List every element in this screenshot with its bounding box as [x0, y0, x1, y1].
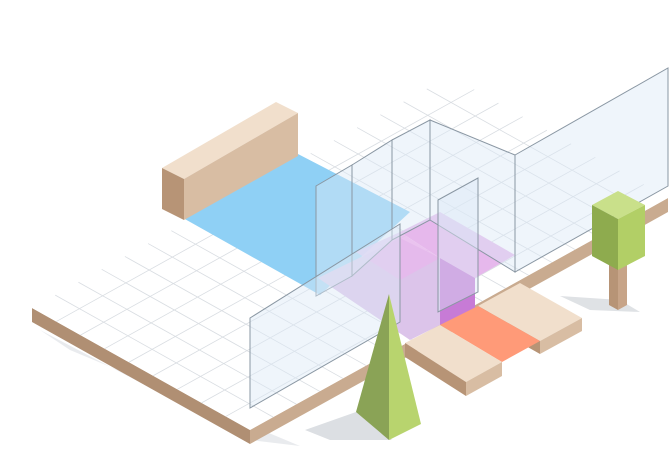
cube-tree-shadow: [560, 296, 640, 312]
pink-zone-lower: [356, 232, 440, 280]
cone-tree-light-face: [389, 294, 421, 440]
grid-line: [403, 101, 622, 225]
back-block: [162, 102, 298, 220]
cube-tree-left: [592, 205, 618, 270]
cube-tree-trunk-right: [618, 256, 627, 310]
orange-zone: [440, 306, 540, 362]
grid-line: [55, 294, 274, 418]
glass-panel-inner: [437, 177, 479, 313]
cone-tree-shadow: [305, 412, 392, 440]
back-block-top: [162, 102, 298, 179]
back-block-end: [162, 168, 184, 220]
grid-line: [124, 256, 344, 379]
grid-line: [78, 281, 297, 405]
cone-tree-dark-face: [356, 294, 389, 440]
back-block-front: [184, 113, 298, 220]
glass-panels: [249, 67, 669, 409]
front-block-left-end: [405, 343, 466, 396]
blue-zone: [183, 154, 410, 295]
pink-zone: [400, 212, 515, 278]
glass-panel-front: [249, 223, 401, 409]
cube-tree-icon: [560, 191, 645, 312]
cube-tree-top: [592, 191, 645, 219]
purple-zone: [440, 258, 475, 325]
cone-tree-icon: [305, 294, 421, 440]
glass-panel-center-back: [429, 119, 516, 273]
platform-side-left: [32, 308, 250, 444]
grid-line: [171, 230, 390, 354]
front-block-left-top: [405, 325, 502, 382]
grid-line: [380, 114, 599, 238]
front-block-right-front: [540, 318, 582, 354]
glass-panel-center-tall: [391, 119, 431, 241]
cube-tree-right: [618, 205, 645, 270]
grid-line: [147, 243, 367, 366]
grid-line: [101, 268, 320, 392]
front-block-left-front: [466, 362, 502, 396]
front-blocks: [405, 283, 582, 396]
grid-line: [333, 140, 553, 263]
cube-tree-trunk-left: [609, 256, 618, 310]
front-block-right-top: [478, 283, 582, 341]
grid-line: [356, 127, 576, 250]
glass-panel-mid: [351, 139, 393, 278]
grid-line: [426, 88, 645, 212]
